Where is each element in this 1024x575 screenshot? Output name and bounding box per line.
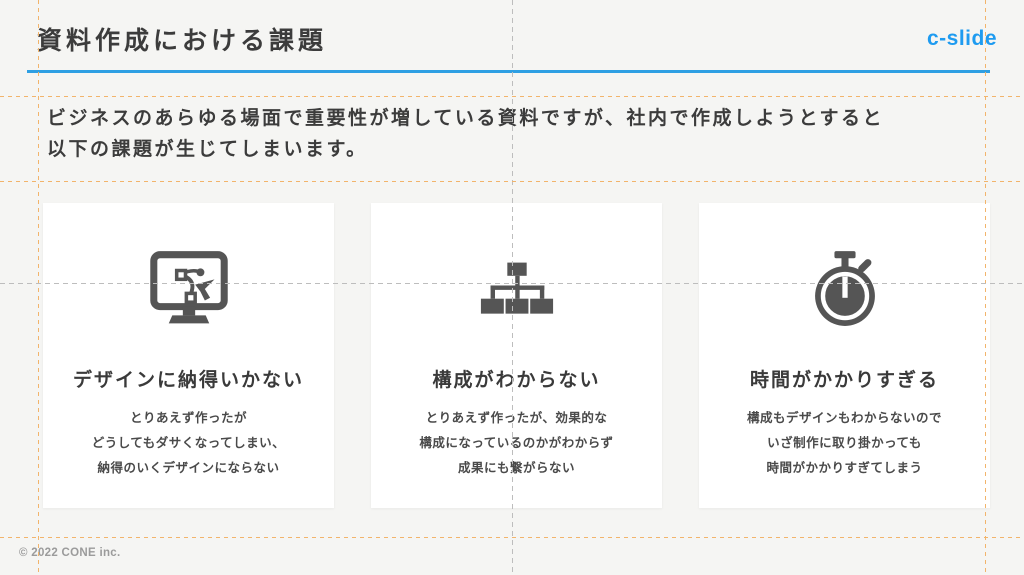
card-structure: 構成がわからない とりあえず作ったが、効果的な 構成になっているのかがわからず …: [371, 203, 662, 508]
title-underline: [27, 70, 990, 73]
card-title: 構成がわからない: [432, 370, 601, 391]
guide-line-horizontal-orange-top: [0, 96, 1024, 97]
card-description: とりあえず作ったが、効果的な 構成になっているのかがわからず 成果にも繋がらない: [419, 406, 613, 481]
copyright-text: © 2022 CONE inc.: [19, 547, 121, 559]
card-description: 構成もデザインもわからないので いざ制作に取り掛かっても 時間がかかりすぎてしま…: [747, 406, 942, 481]
card-description-line: どうしてもダサくなってしまい、: [91, 436, 286, 450]
intro-line-2: 以下の課題が生じてしまいます。: [47, 139, 368, 160]
guide-line-vertical-orange-left: [38, 0, 39, 575]
guide-line-horizontal-orange-middle: [0, 181, 1024, 182]
card-description-line: 成果にも繋がらない: [457, 461, 575, 475]
card-design: デザインに納得いかない とりあえず作ったが どうしてもダサくなってしまい、 納得…: [43, 203, 334, 508]
intro-line-1: ビジネスのあらゆる場面で重要性が増している資料ですが、社内で作成しようとすると: [47, 108, 884, 129]
card-description-line: 納得のいくデザインにならない: [97, 461, 280, 475]
challenge-cards: デザインに納得いかない とりあえず作ったが どうしてもダサくなってしまい、 納得…: [43, 203, 990, 508]
card-description-line: とりあえず作ったが、効果的な: [425, 411, 608, 425]
page-title: 資料作成における課題: [37, 27, 328, 55]
stopwatch-icon: [801, 245, 889, 333]
card-description: とりあえず作ったが どうしてもダサくなってしまい、 納得のいくデザインにならない: [92, 406, 285, 481]
intro-text: ビジネスのあらゆる場面で重要性が増している資料ですが、社内で作成しようとすると …: [47, 103, 884, 165]
card-title: デザインに納得いかない: [72, 370, 304, 391]
c-slide-logo: c-slide: [926, 27, 997, 50]
vector-design-monitor-icon: [145, 245, 233, 333]
card-description-line: 構成になっているのかがわからず: [419, 436, 614, 450]
card-time: 時間がかかりすぎる 構成もデザインもわからないので いざ制作に取り掛かっても 時…: [699, 203, 990, 508]
guide-line-horizontal-orange-bottom: [0, 537, 1024, 538]
card-description-line: とりあえず作ったが: [129, 411, 247, 425]
card-description-line: 構成もデザインもわからないので: [746, 411, 942, 425]
sitemap-icon: [473, 245, 561, 333]
card-title: 時間がかかりすぎる: [749, 370, 939, 391]
card-description-line: 時間がかかりすぎてしまう: [766, 461, 923, 475]
card-description-line: いざ制作に取り掛かっても: [767, 436, 922, 450]
